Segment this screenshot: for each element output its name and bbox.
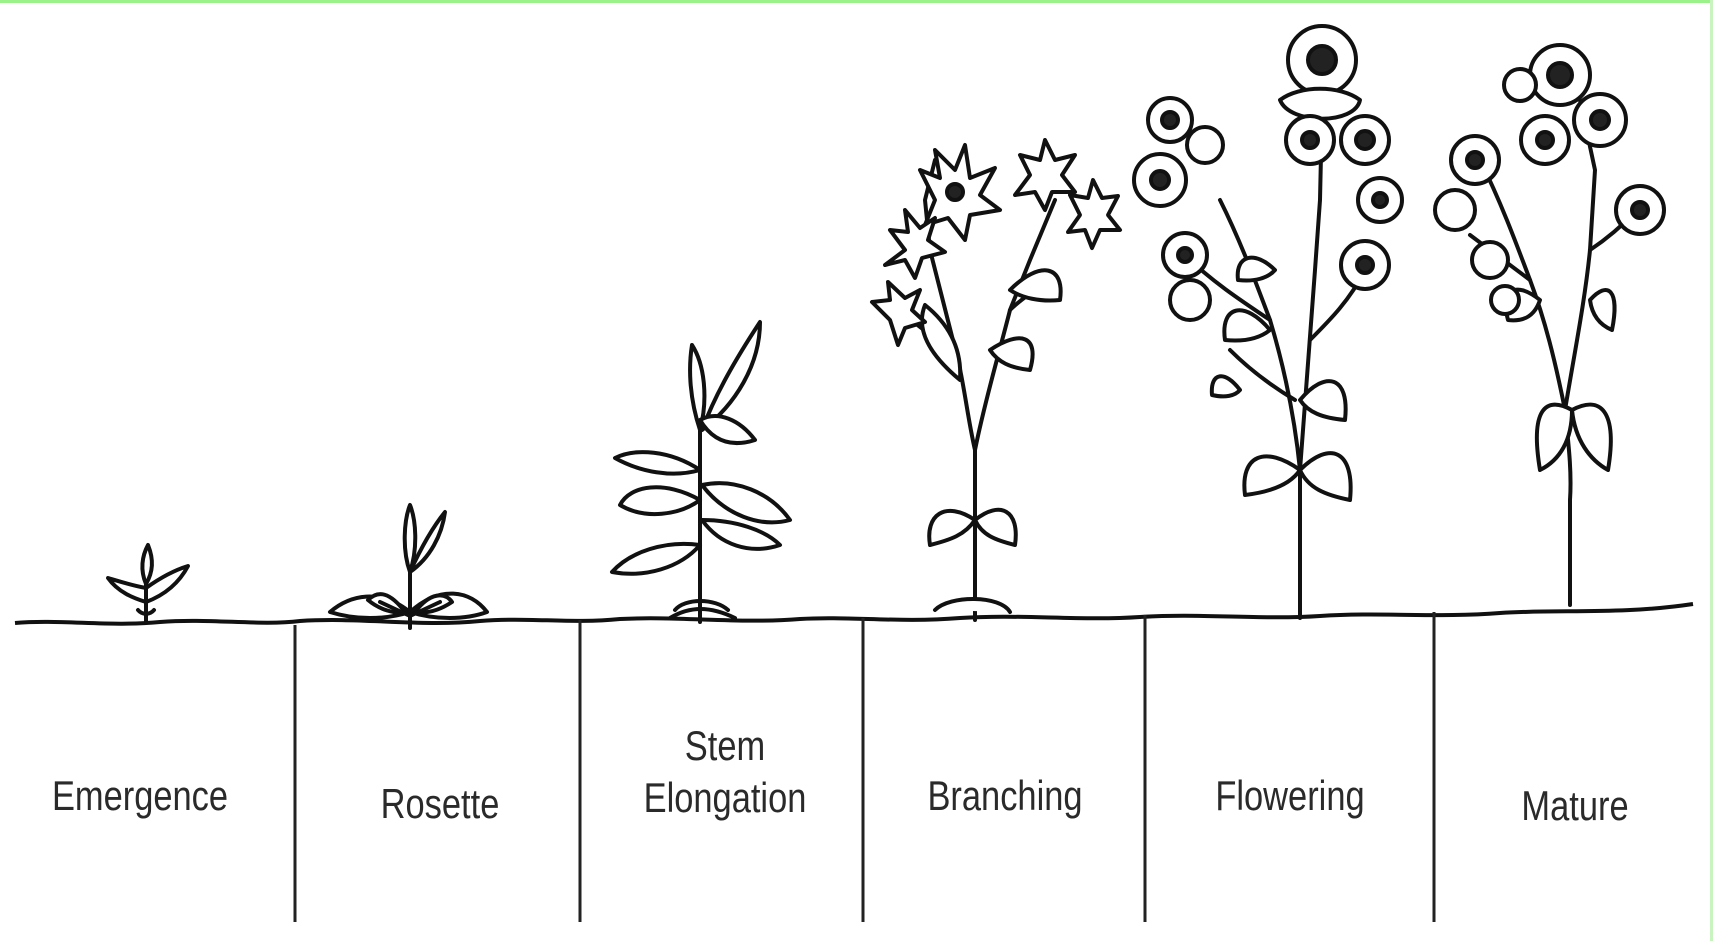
stage-label-mature: Mature — [1485, 780, 1665, 832]
plant-branching-drawing — [872, 140, 1120, 620]
stage-label-emergence: Emergence — [50, 770, 230, 822]
stage-label-flowering: Flowering — [1200, 770, 1380, 822]
plant-stem-elongation-drawing — [612, 322, 790, 622]
plant-mature-drawing — [1435, 45, 1664, 605]
ground-line — [15, 604, 1693, 624]
stage-label-rosette: Rosette — [350, 778, 530, 830]
stage-dividers — [295, 612, 1434, 922]
stage-label-stem-elongation: Stem Elongation — [635, 720, 815, 824]
plant-emergence-drawing — [108, 545, 188, 622]
stage-label-branching: Branching — [915, 770, 1095, 822]
plant-rosette-drawing — [330, 505, 487, 628]
plant-flowering-drawing — [1134, 26, 1402, 618]
